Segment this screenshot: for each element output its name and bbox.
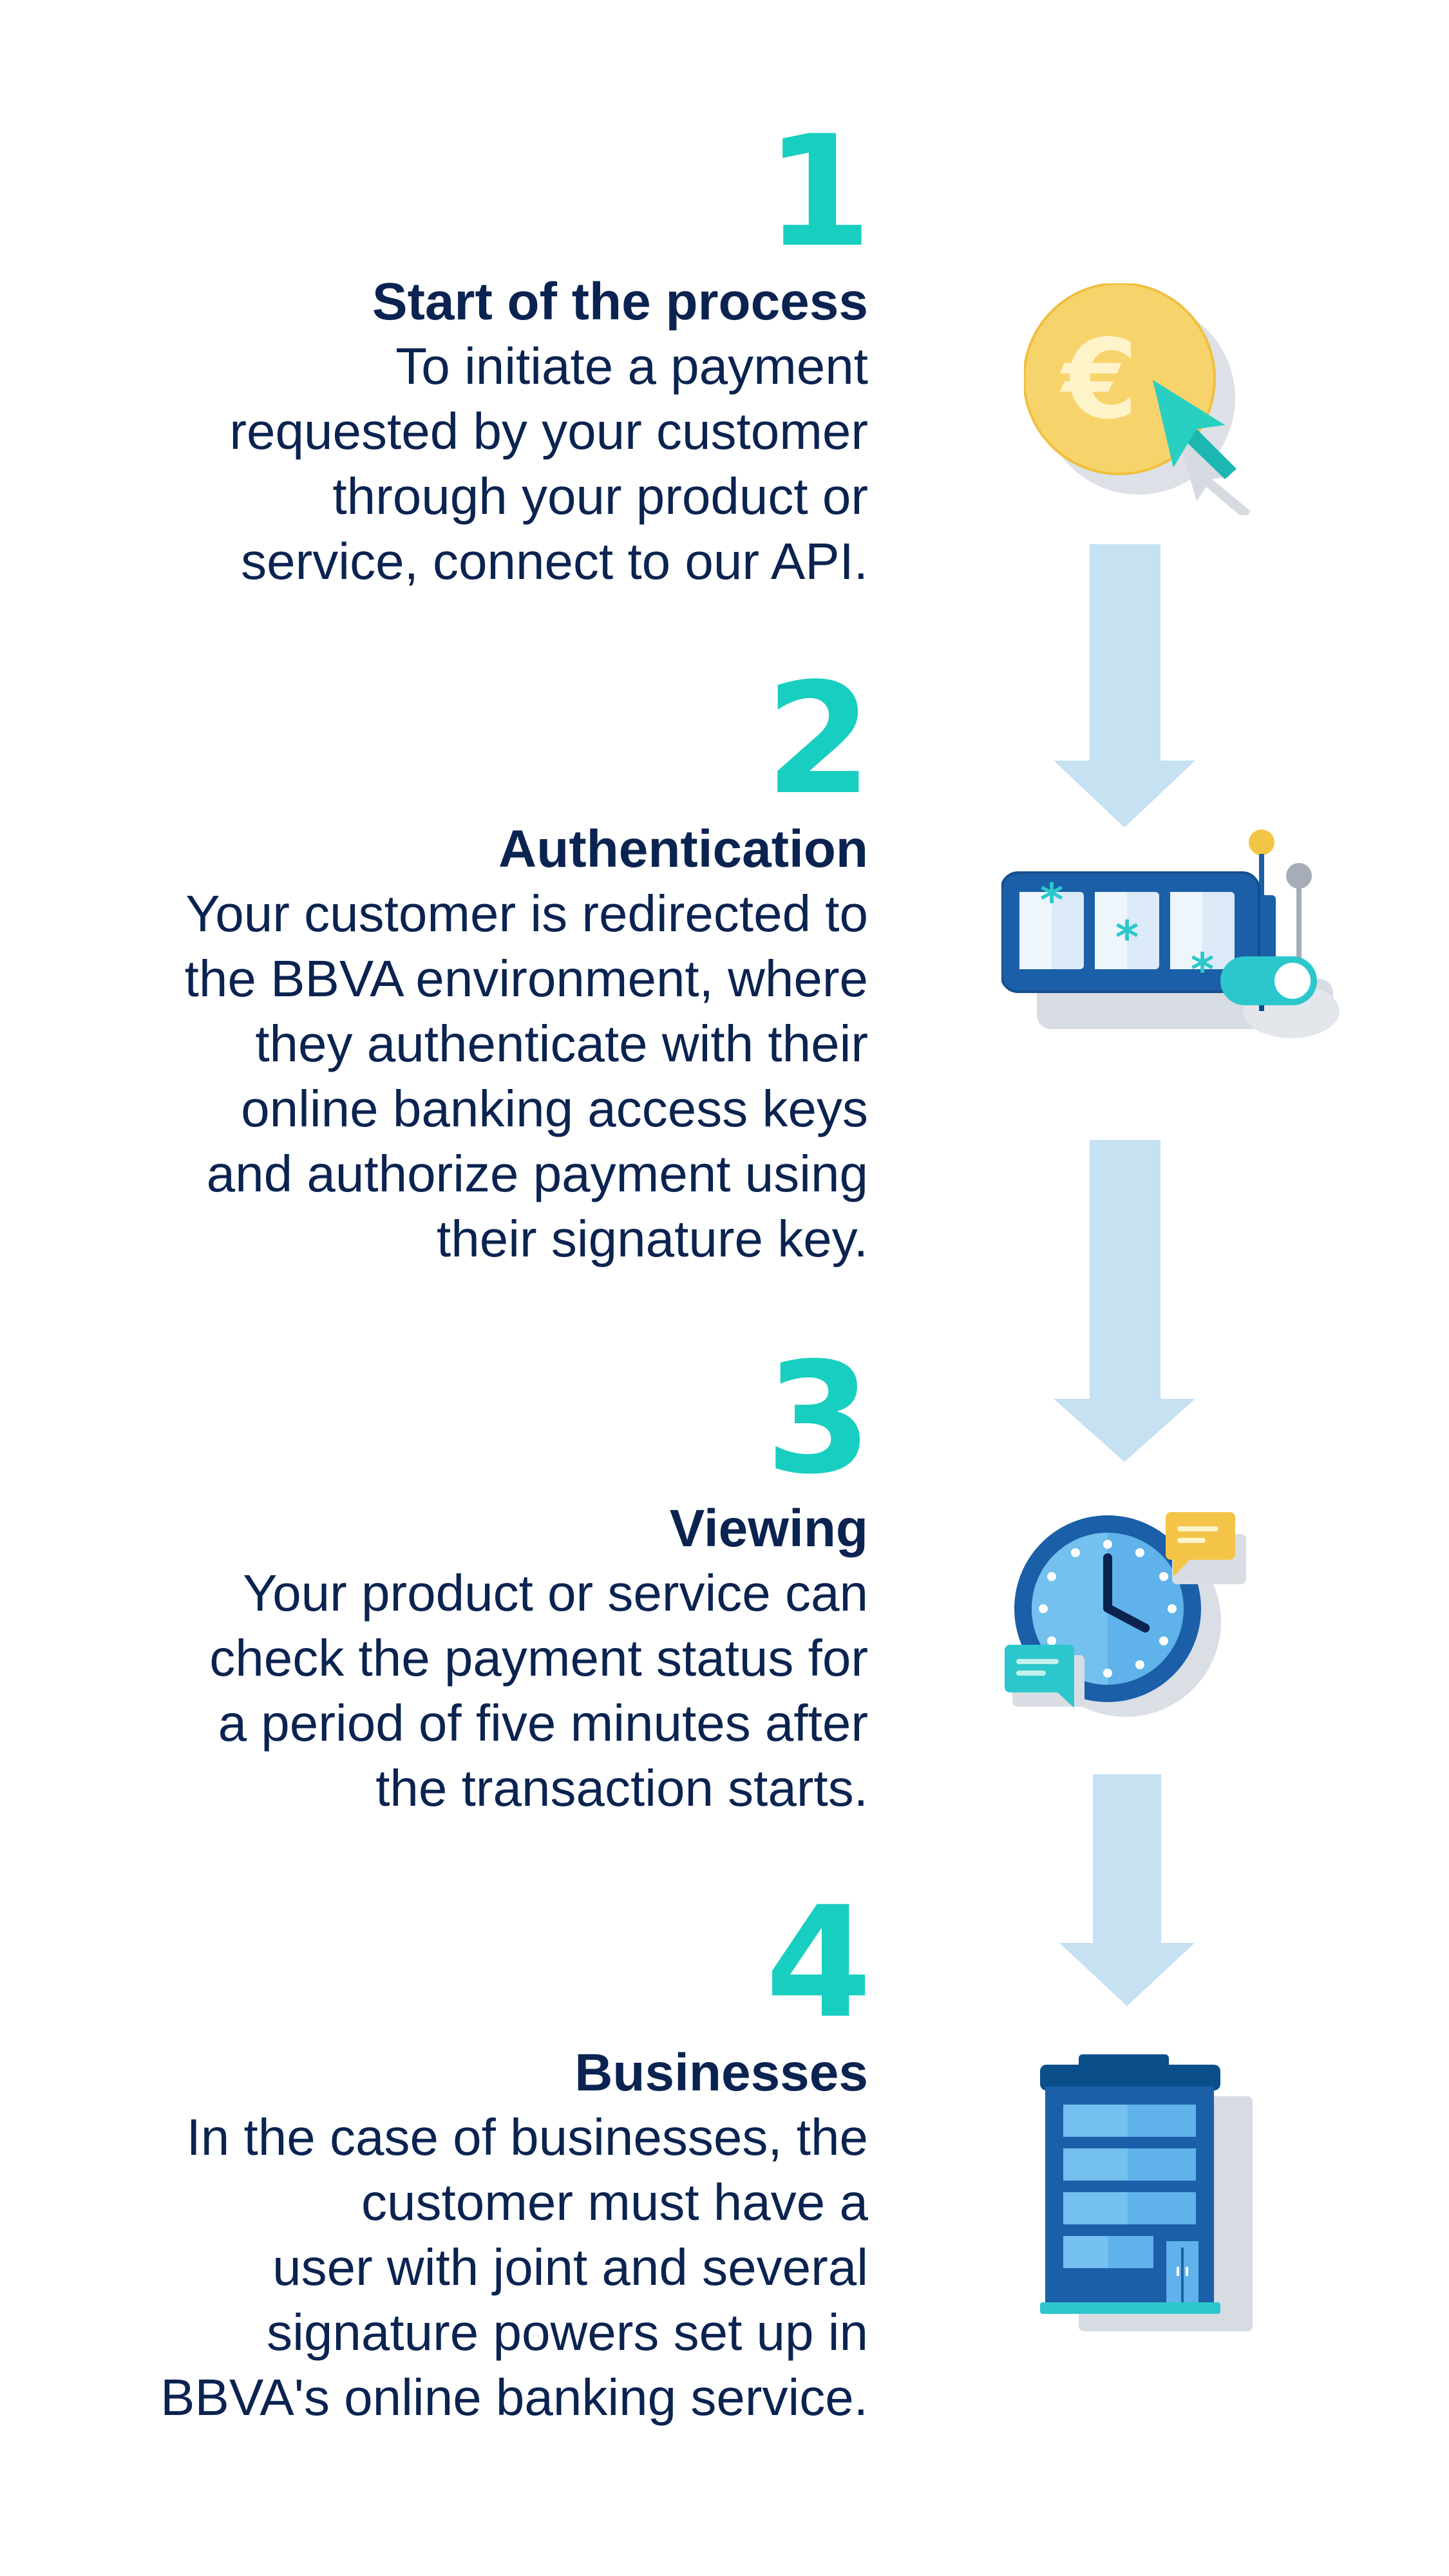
office-building-icon	[1040, 2054, 1253, 2331]
step-description: In the case of businesses, the customer …	[160, 2108, 868, 2426]
step-1: 1 Start of the process To initiate a pay…	[31, 116, 872, 594]
down-arrow-icon	[1054, 1140, 1195, 1462]
step-number: 1	[765, 103, 872, 281]
step-2: 2 Authentication Your customer is redire…	[31, 663, 872, 1271]
step-description: Your product or service can check the pa…	[209, 1564, 868, 1817]
step-title: Start of the process	[372, 272, 868, 331]
step-title: Businesses	[574, 2043, 868, 2102]
svg-text:*: *	[1115, 911, 1139, 964]
password-slot-machine-icon: * * *	[1001, 829, 1340, 1038]
step-number: 2	[765, 650, 872, 829]
step-number: 4	[765, 1874, 872, 2052]
step-number: 3	[765, 1330, 872, 1508]
step-4: 4 Businesses In the case of businesses, …	[31, 1887, 872, 2430]
svg-text:*: *	[1040, 874, 1064, 927]
step-title: Viewing	[669, 1499, 868, 1558]
svg-text:€: €	[1059, 316, 1138, 444]
step-description: To initiate a payment requested by your …	[229, 337, 868, 590]
step-3: 3 Viewing Your product or service can ch…	[31, 1343, 872, 1821]
euro-coin-cursor-icon: €	[1024, 283, 1251, 515]
step-description: Your customer is redirected to the BBVA …	[184, 885, 868, 1267]
svg-text:*: *	[1191, 943, 1215, 996]
step-title: Authentication	[498, 820, 868, 878]
down-arrow-icon	[1059, 1774, 1195, 2006]
down-arrow-icon	[1054, 544, 1195, 828]
clock-chat-icon	[1005, 1512, 1246, 1717]
